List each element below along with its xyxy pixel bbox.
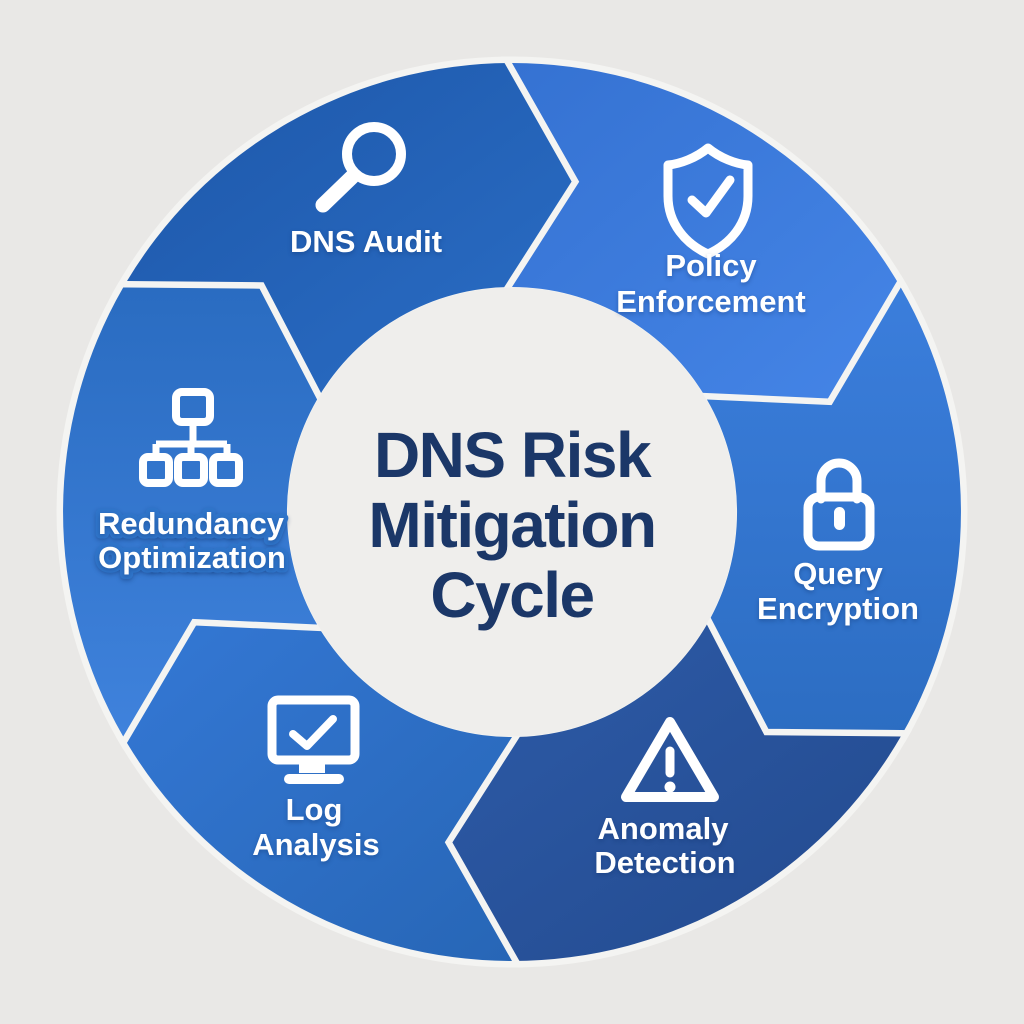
segment-label: Enforcement bbox=[616, 284, 805, 319]
segment-label: Encryption bbox=[757, 591, 919, 626]
segment-label: Log bbox=[286, 792, 343, 827]
segment-redundancy-optimization bbox=[56, 280, 329, 750]
title-line-1: DNS Risk bbox=[374, 419, 652, 491]
diagram-title: DNS Risk Mitigation Cycle bbox=[368, 419, 657, 631]
center-hub bbox=[287, 287, 737, 737]
warning-triangle-icon bbox=[621, 717, 719, 802]
segment-label: Query bbox=[793, 556, 883, 591]
hierarchy-icon bbox=[139, 388, 243, 487]
segment-label: Optimization bbox=[98, 540, 286, 575]
shield-check-icon bbox=[663, 143, 753, 259]
segment-label: Detection bbox=[594, 845, 735, 880]
segment-label: Analysis bbox=[252, 827, 380, 862]
segment-log-analysis bbox=[115, 612, 524, 968]
title-line-3: Cycle bbox=[430, 559, 593, 631]
segment-query-encryption bbox=[695, 274, 968, 744]
segment-policy-enforcement bbox=[500, 56, 909, 412]
magnifier-icon bbox=[315, 122, 406, 213]
segment-label: Redundancy bbox=[98, 506, 285, 541]
segment-label: Policy bbox=[665, 248, 757, 283]
segment-dns-audit bbox=[111, 56, 587, 414]
lock-icon bbox=[803, 458, 875, 551]
monitor-check-icon bbox=[267, 695, 360, 784]
segment-label: DNS Audit bbox=[290, 224, 442, 259]
title-line-2: Mitigation bbox=[368, 489, 655, 561]
segment-label: Anomaly bbox=[598, 811, 730, 846]
